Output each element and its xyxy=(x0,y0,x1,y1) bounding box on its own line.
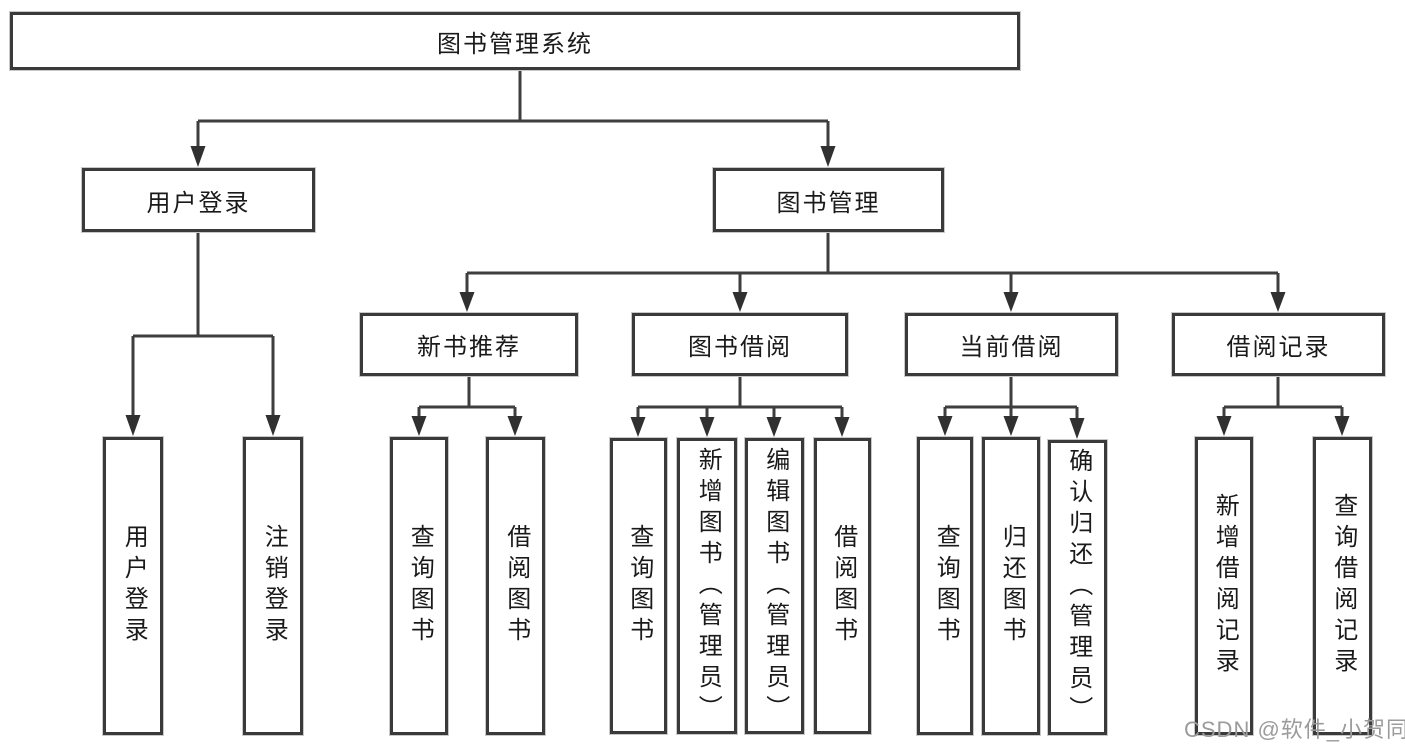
arrowhead-borrowing xyxy=(732,292,748,312)
arrowhead-bw-add xyxy=(699,417,715,437)
leaf-rec-add-record: 新增借阅记录 xyxy=(1195,437,1253,735)
leaf-logout: 注销登录 xyxy=(243,437,303,735)
leaf-bw-query-books-label: 查询图书 xyxy=(625,524,653,648)
node-current-module-label: 当前借阅 xyxy=(959,334,1064,361)
arrowhead-current xyxy=(1003,292,1019,312)
leaf-rec-add-record-label: 新增借阅记录 xyxy=(1211,493,1239,679)
leaf-rec-query-record-label: 查询借阅记录 xyxy=(1329,493,1357,679)
arrowhead-bw-edit xyxy=(766,417,782,437)
leaf-cur-return-books-label: 归还图书 xyxy=(998,524,1026,648)
arrowhead-cur-confirm xyxy=(1069,418,1085,439)
leaf-bw-edit-books-admin-label: 编辑图书（管理员） xyxy=(761,446,789,726)
node-borrowing-module: 图书借阅 xyxy=(632,313,848,376)
leaf-nb-query-books-label: 查询图书 xyxy=(406,524,434,648)
leaf-cur-return-books: 归还图书 xyxy=(982,437,1040,735)
leaf-user-login-label: 用户登录 xyxy=(120,524,148,648)
node-new-book-module: 新书推荐 xyxy=(360,313,578,376)
arrowhead-rec-add xyxy=(1216,416,1232,436)
node-records-module: 借阅记录 xyxy=(1172,313,1385,376)
leaf-user-login: 用户登录 xyxy=(103,437,163,735)
leaf-bw-query-books: 查询图书 xyxy=(610,438,667,734)
arrowhead-logout xyxy=(265,415,281,436)
leaf-cur-confirm-return-admin: 确认归还（管理员） xyxy=(1048,440,1107,735)
node-root-system-label: 图书管理系统 xyxy=(437,30,593,58)
leaf-cur-confirm-return-admin-label: 确认归还（管理员） xyxy=(1064,448,1092,727)
arrowhead-cur-query xyxy=(937,416,953,436)
leaf-bw-borrow-books-label: 借阅图书 xyxy=(829,524,857,648)
node-records-module-label: 借阅记录 xyxy=(1226,334,1331,361)
arrowhead-bw-borrow xyxy=(834,417,850,437)
node-user-login-branch: 用户登录 xyxy=(82,168,315,232)
leaf-nb-query-books: 查询图书 xyxy=(390,437,448,735)
arrowhead-nb-borrow xyxy=(507,416,523,436)
leaf-bw-borrow-books: 借阅图书 xyxy=(814,438,871,734)
leaf-cur-query-books: 查询图书 xyxy=(917,437,973,735)
leaf-bw-add-books-admin: 新增图书（管理员） xyxy=(677,438,737,734)
csdn-watermark: CSDN @软件_小贺同学 xyxy=(1184,717,1405,742)
leaf-rec-query-record: 查询借阅记录 xyxy=(1313,437,1372,735)
arrowhead-bw-query xyxy=(630,417,646,437)
arrowhead-nb-query xyxy=(411,416,427,436)
leaf-bw-add-books-admin-label: 新增图书（管理员） xyxy=(694,446,722,726)
node-new-book-module-label: 新书推荐 xyxy=(417,334,521,361)
node-current-module: 当前借阅 xyxy=(905,313,1118,376)
arrowhead-user-login xyxy=(190,146,206,167)
leaf-logout-label: 注销登录 xyxy=(260,524,288,648)
node-book-mgmt-branch-label: 图书管理 xyxy=(776,189,881,217)
leaf-nb-borrow-books: 借阅图书 xyxy=(486,437,545,735)
node-user-login-branch-label: 用户登录 xyxy=(146,189,251,217)
node-borrowing-module-label: 图书借阅 xyxy=(688,334,792,361)
leaf-cur-query-books-label: 查询图书 xyxy=(932,524,960,648)
node-root-system: 图书管理系统 xyxy=(10,12,1020,70)
arrowhead-records xyxy=(1270,292,1286,312)
arrowhead-new-book xyxy=(459,292,475,312)
leaf-bw-edit-books-admin: 编辑图书（管理员） xyxy=(745,438,804,734)
leaf-nb-borrow-books-label: 借阅图书 xyxy=(502,524,530,648)
arrowhead-login xyxy=(125,415,141,436)
arrowhead-cur-return xyxy=(1003,416,1019,436)
node-book-mgmt-branch: 图书管理 xyxy=(713,168,944,232)
arrowhead-rec-query xyxy=(1334,416,1350,436)
arrowhead-book-mgmt xyxy=(820,146,836,167)
